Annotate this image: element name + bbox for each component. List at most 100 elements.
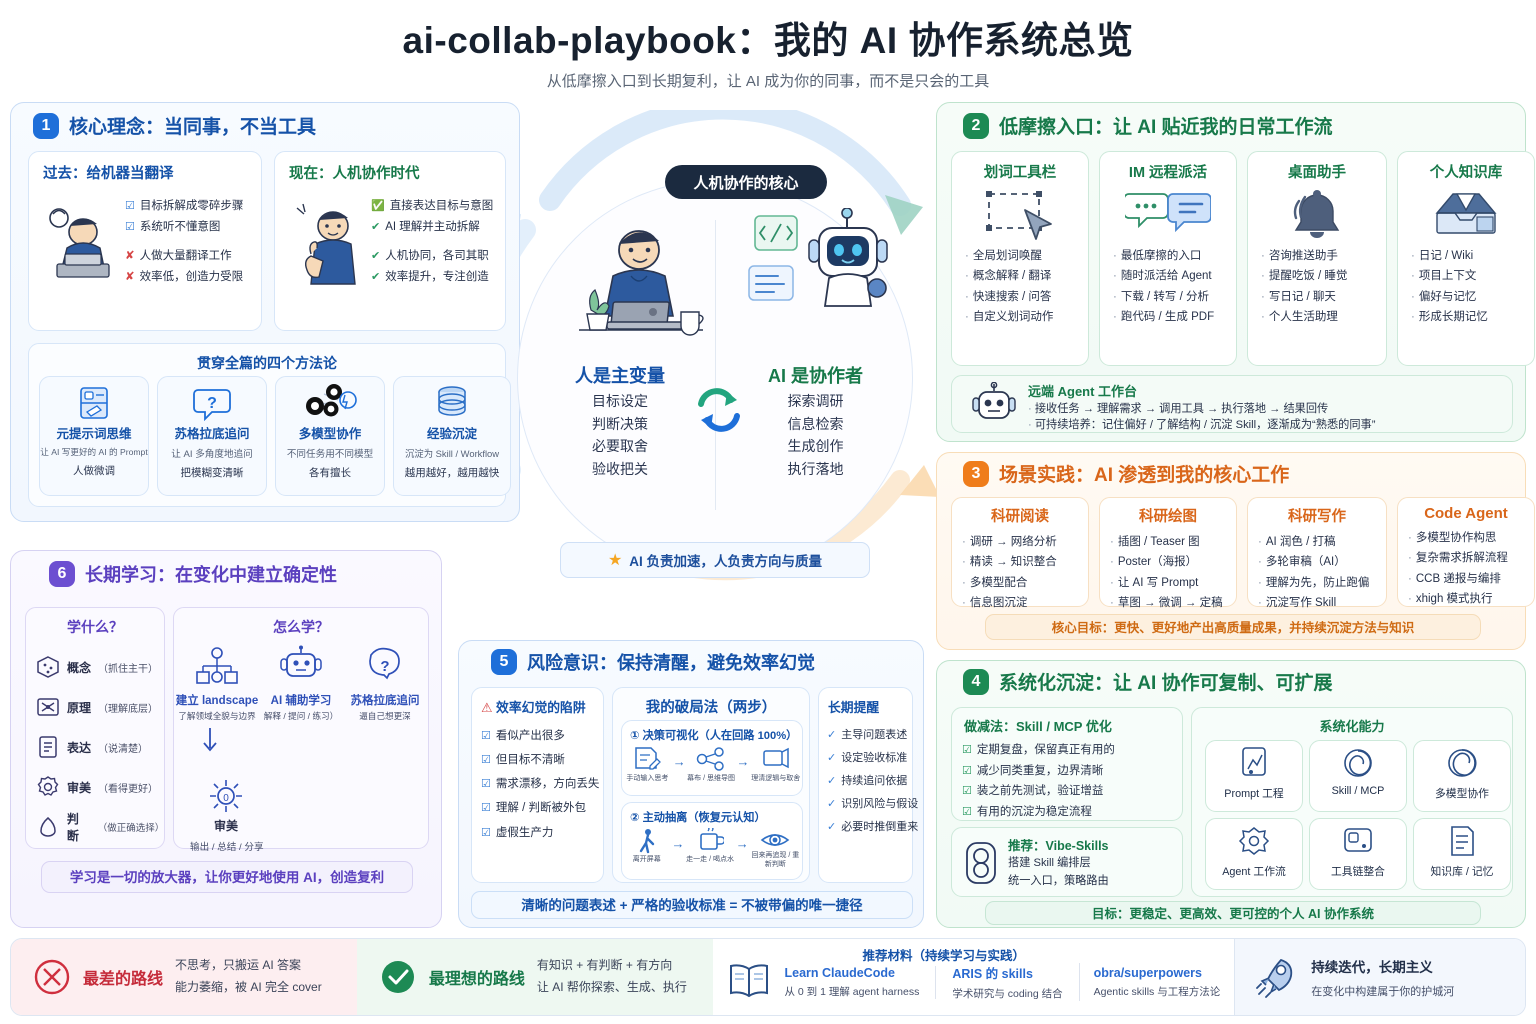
list-item: 目标设定 [592,393,648,409]
clipboard-icon [39,736,57,758]
material-item[interactable]: obra/superpowers Agentic skills 与工程方法论 [1080,966,1235,999]
list-item: 判断决策 [592,415,648,432]
question-icon: ? [369,647,400,680]
list-item: ·快速搜索 / 问答 [965,290,1052,303]
flow-item: 回来再追现 / 重新判断 [749,828,802,870]
list-item: ·多模型配合 [962,576,1028,589]
list-item: ·偏好与记忆 [1411,290,1477,303]
recommend-line-2: 统一入口，策略路由 [1008,875,1109,887]
subtract-title: 做减法：Skill / MCP 优化 [964,719,1112,734]
section-6-panel: 6 长期学习：在变化中建立确定性 学什么？ 概念 （抓住主干） 原理 （理解底层… [10,550,442,928]
prompt-chart-icon [1206,741,1302,785]
capability-tile[interactable]: 多模型协作 [1413,740,1511,812]
capability-label: Agent 工作流 [1222,866,1286,878]
knowledge-icon [1414,819,1510,863]
methods-title: 贯穿全篇的四个方法论 [197,355,337,371]
check-icon: ✔ [371,270,381,283]
tool-chain-icon [1310,819,1406,863]
capability-tile[interactable]: Agent 工作流 [1205,818,1303,890]
cycle-arrows-icon [698,388,740,432]
section-2-panel: 2 低摩擦入口：让 AI 贴近我的日常工作流 划词工具栏 ·全局划词唤醒 ·概念… [936,102,1535,442]
list-item: ☑系统听不懂意图 [125,220,221,233]
section-3-banner: 核心目标：更快、更好地产出高质量成果，并持续沉淀方法与知识 [985,614,1481,640]
check-circle-icon [381,961,414,993]
atom-icon [37,698,59,716]
checkbox-icon: ☑ [125,200,135,212]
capability-tile[interactable]: 工具链整合 [1309,818,1407,890]
section-2-header: 2 低摩擦入口：让 AI 贴近我的日常工作流 [937,103,1525,143]
section-3-badge: 3 [963,460,989,487]
list-item: ✅直接表达目标与意图 [371,200,494,212]
iterate-note: 在变化中构建属于你的护城河 [1311,985,1455,998]
skill-mcp-icon [1310,741,1406,785]
note-edit-icon [635,747,662,770]
chat-bubbles-icon [1100,182,1236,246]
past-title: 过去：给机器当翻译 [43,166,174,182]
flow-item: 走一走 / 喝点水 [684,828,735,864]
past-card: 过去：给机器当翻译 ☑目标拆解成零碎步骤 ☑系统听不懂意图 ✘人做大量翻译工作 … [28,151,262,331]
section-6-header: 6 长期学习：在变化中建立确定性 [11,551,441,591]
flow-caption: 回来再追现 / 重新判断 [751,852,800,868]
list-item: ·跑代码 / 生成 PDF [1113,311,1215,324]
vibe-skills-icon [966,842,996,884]
materials-segment: 推荐材料（持续学习与实践） Learn ClaudeCode 从 0 到 1 理… [712,939,1235,1015]
best-path-line-2: 让 AI 帮你探索、生成、执行 [536,980,687,994]
method-line-1: 让 AI 写更好的 AI 的 Prompt [40,447,148,457]
entry-card: IM 远程派活 ·最低摩擦的入口 ·随时派活给 Agent ·下载 / 转写 /… [1099,151,1237,366]
down-arrow-icon [174,726,428,754]
best-path-segment: 最理想的路线 有知识 + 有判断 + 有方向 让 AI 帮你探索、生成、执行 [356,939,713,1015]
checkbox-icon: ☑ [481,826,491,839]
list-item: ·草图 → 微调 → 定稿 [1110,597,1223,610]
list-item: ·形成长期记忆 [1411,311,1488,324]
human-list: 目标设定 判断决策 必要取舍 验收把关 [540,390,700,481]
section-5-title: 风险意识：保持清醒，避免效率幻觉 [527,653,815,673]
learn-item-name: 原理 [67,700,92,715]
check-icon: ✓ [827,821,837,834]
material-name: ARIS 的 skills [952,967,1033,981]
list-item: 必要取舍 [592,438,648,455]
list-item: ·理解为先，防止跑偏 [1258,576,1370,589]
ai-title: AI 是协作者 [767,366,863,386]
check-icon: ✔ [371,250,381,263]
check-icon: ✓ [827,798,837,811]
worst-path-line-2: 能力萎缩，被 AI 完全 cover [175,980,322,994]
material-item[interactable]: Learn ClaudeCode 从 0 到 1 理解 agent harnes… [781,965,937,999]
material-note: Agentic skills 与工程方法论 [1093,985,1221,998]
prompt-card-icon [40,377,148,423]
flow-caption: 幕布 / 思维导图 [687,775,736,782]
how-step-note: 逼自己想更深 [359,711,411,721]
list-item: ·提醒吃饭 / 睡觉 [1261,270,1348,283]
check-icon: ✓ [827,752,837,765]
capability-label: Prompt 工程 [1224,788,1284,800]
list-item: ·信息图沉淀 [962,597,1028,610]
how-final-name: 审美 [213,819,238,833]
list-item: ·下载 / 转写 / 分析 [1113,290,1210,303]
learn-item: 判断 （做正确选择） [36,807,164,847]
how-step: ? 苏格拉底追问 逼自己想更深 [343,645,427,722]
method-line-2: 把模糊变清晰 [180,467,244,479]
learn-item: 审美 （看得更好） [36,767,164,807]
subtract-list: ☑定期复盘，保留真正有用的 ☑减少同类重复，边界清晰 ☑装之前先测试，验证增益 … [952,735,1182,822]
list-item: ☑需求漂移，方向丢失 [481,778,600,791]
trap-list: ☑看似产出很多 ☑但目标不清晰 ☑需求漂移，方向丢失 ☑理解 / 判断被外包 ☑… [472,716,603,845]
material-item[interactable]: ARIS 的 skills 学术研究与 coding 结合 [936,963,1080,1001]
how-step-name: AI 辅助学习 [270,695,332,707]
scenario-list: ·AI 润色 / 打稿 ·多轮审稿（AI） ·理解为先，防止跑偏 ·沉淀写作 S… [1248,526,1386,614]
capability-tile[interactable]: 知识库 / 记忆 [1413,818,1511,890]
check-icon: ✓ [827,729,837,741]
scenario-list: ·多模型协作构思 ·复杂需求拆解流程 ·CCB 递报与编排 ·xhigh 模式执… [1398,522,1534,610]
list-item: ✔AI 理解并主动拆解 [371,220,480,233]
how-final: 0 审美 输出 / 总结 / 分享 [190,776,264,853]
list-item: ·插图 / Teaser 图 [1110,536,1200,548]
entry-card: 划词工具栏 ·全局划词唤醒 ·概念解释 / 翻译 ·快速搜索 / 问答 ·自定义… [951,151,1089,366]
list-item: ·精读 → 知识整合 [962,556,1057,569]
human-title: 人是主变量 [575,366,665,386]
learn-item-note: （抓住主干） [98,663,159,675]
capability-tile[interactable]: Prompt 工程 [1205,740,1303,812]
capability-tile[interactable]: Skill / MCP [1309,740,1407,812]
capability-label: 多模型协作 [1435,788,1489,800]
step-2-label: ② 主动抽离（恢复元认知） [630,812,766,824]
now-title: 现在：人机协作时代 [289,166,420,182]
list-item: ✓设定验收标准 [827,752,908,765]
list-item: ·沉淀写作 Skill [1258,597,1337,610]
